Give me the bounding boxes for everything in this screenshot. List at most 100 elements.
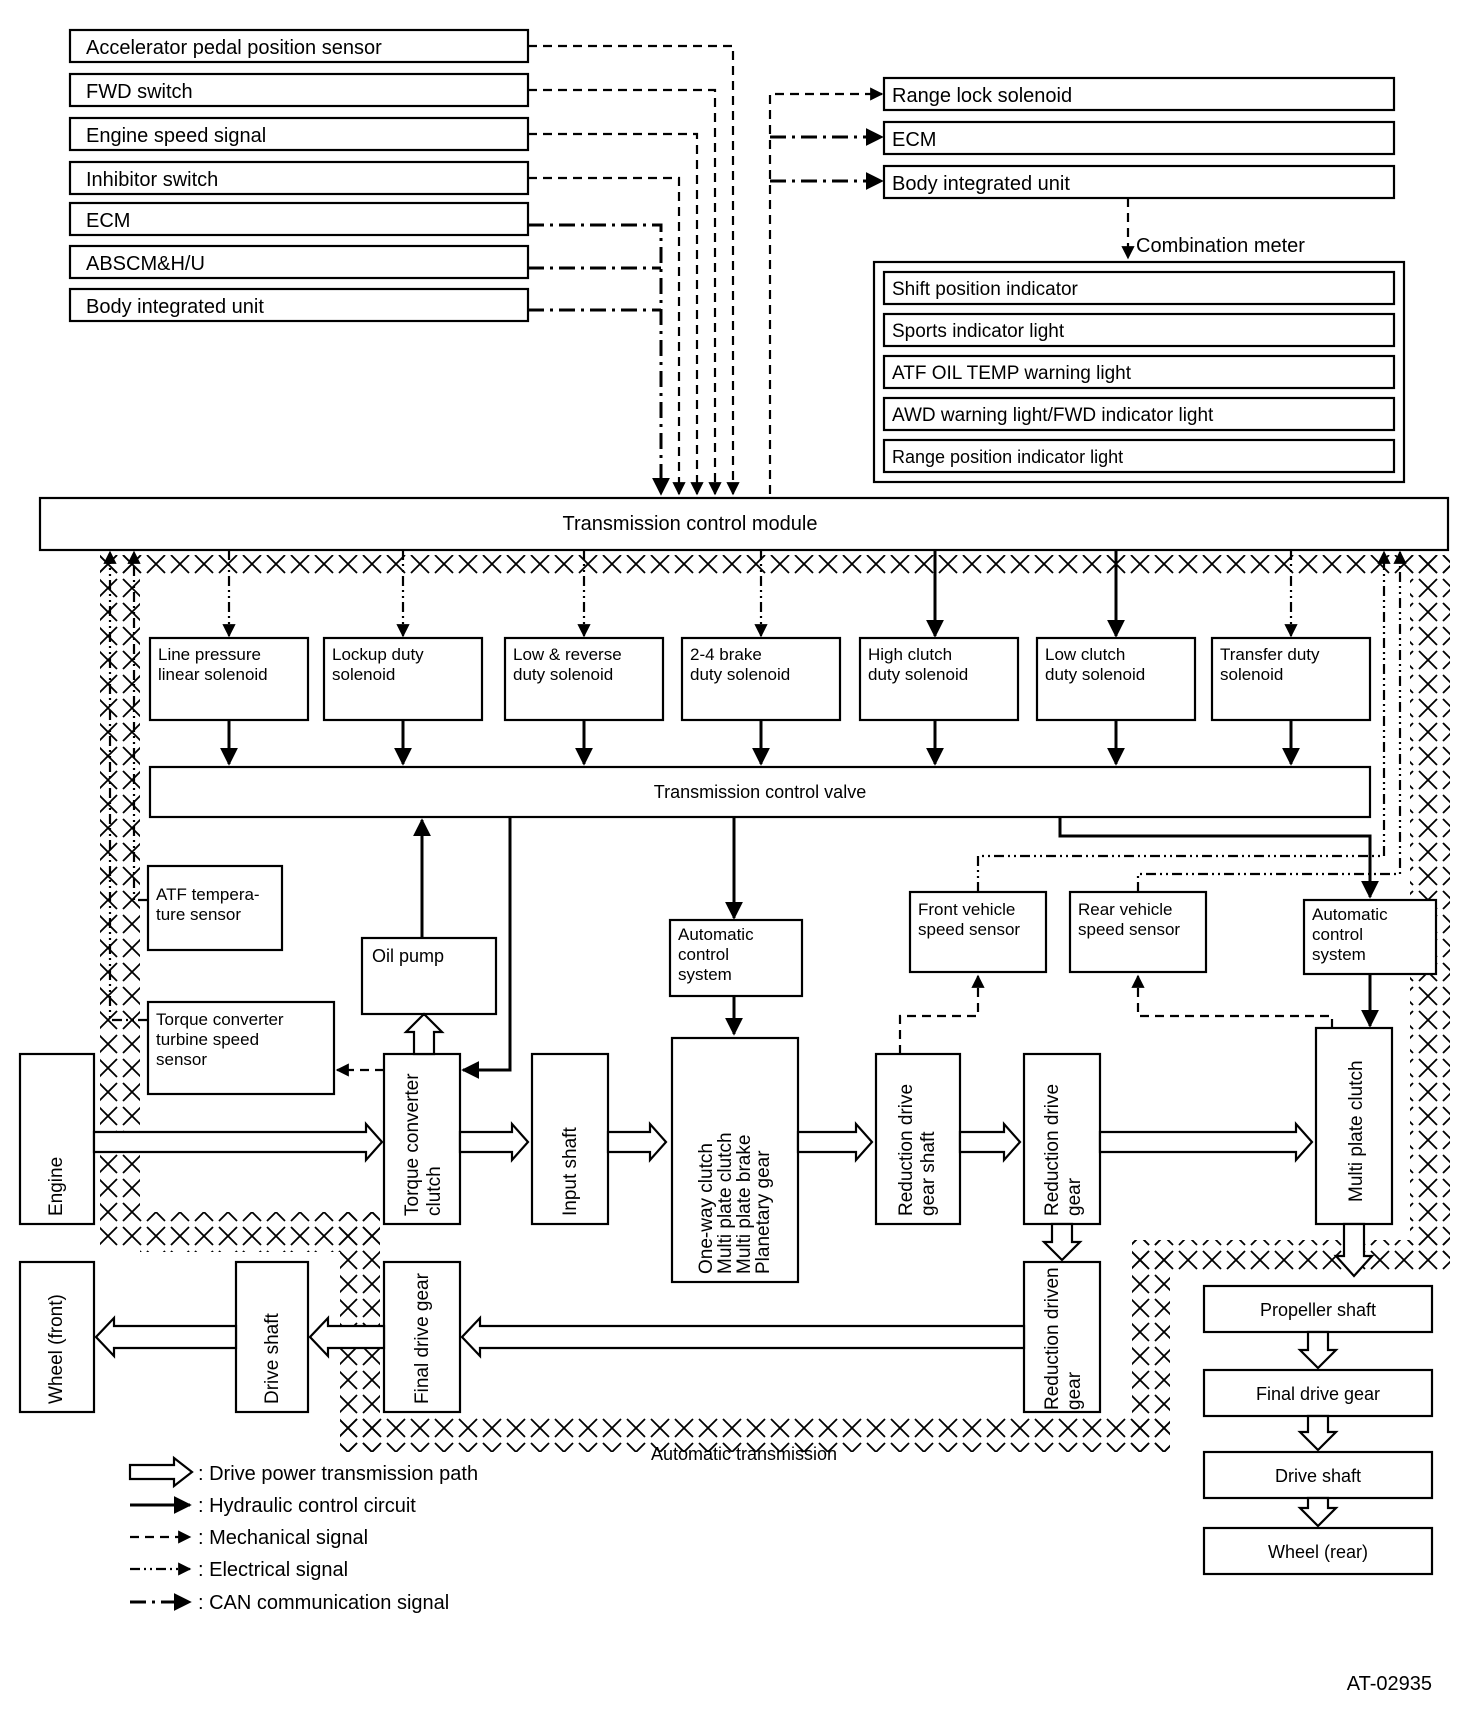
input-engine-speed-signal: Engine speed signal xyxy=(68,116,530,152)
reduction-drive-gear-label-2: gear xyxy=(1064,1177,1085,1216)
solenoid-low-clutch-label-1: Low clutch xyxy=(1045,645,1125,664)
wheel-front: Wheel (front) xyxy=(18,1260,96,1414)
input-body-integrated-unit: Body integrated unit xyxy=(68,287,530,323)
legend-can-label: : CAN communication signal xyxy=(198,1592,449,1614)
input-accelerator-pedal-sensor: Accelerator pedal position sensor xyxy=(68,28,530,64)
meter-shift-position-indicator: Shift position indicator xyxy=(882,270,1396,306)
automatic-control-system-center: Automatic control system xyxy=(668,918,804,998)
solenoid-lockup-duty-label-1: Lockup duty xyxy=(332,645,424,664)
drive-power-arrows-top xyxy=(92,1012,1375,1278)
reduction-driven-gear: Reduction driven gear xyxy=(1022,1260,1102,1414)
torque-converter-label-2: clutch xyxy=(424,1166,445,1216)
input-fwd-switch-label: FWD switch xyxy=(86,81,193,103)
automatic-control-system-right: Automatic control system xyxy=(1302,898,1438,976)
rear-speed-sensor-label-1: Rear vehicle xyxy=(1078,900,1173,919)
legend-hydraulic-label: : Hydraulic control circuit xyxy=(198,1495,416,1517)
solenoid-line-pressure-label-1: Line pressure xyxy=(158,645,261,664)
solenoid-2-4-brake: 2-4 brake duty solenoid xyxy=(680,636,842,722)
turbine-sensor-label-3: sensor xyxy=(156,1050,207,1069)
solenoid-line-pressure: Line pressure linear solenoid xyxy=(148,636,310,722)
drive-shaft-front-label: Drive shaft xyxy=(262,1312,283,1404)
input-abscm-label: ABSCM&H/U xyxy=(86,253,205,275)
rear-drive-chain: Propeller shaft Final drive gear Drive s… xyxy=(1202,1284,1434,1576)
legend-electrical: : Electrical signal xyxy=(130,1559,348,1581)
solenoid-low-reverse-label-2: duty solenoid xyxy=(513,665,613,684)
rear-vehicle-speed-sensor: Rear vehicle speed sensor xyxy=(1068,890,1208,974)
input-engine-speed-signal-label: Engine speed signal xyxy=(86,125,266,147)
reduction-drive-gear-label-1: Reduction drive xyxy=(1042,1084,1063,1216)
solenoid-high-clutch: High clutch duty solenoid xyxy=(858,636,1020,722)
output-ecm: ECM xyxy=(882,120,1396,156)
auto-control-center-label-2: control xyxy=(678,945,729,964)
torque-converter-clutch: Torque converter clutch xyxy=(382,1052,462,1226)
legend-mechanical-label: : Mechanical signal xyxy=(198,1527,368,1549)
input-body-integrated-unit-label: Body integrated unit xyxy=(86,296,264,318)
auto-control-right-label-2: control xyxy=(1312,925,1363,944)
auto-control-center-label-1: Automatic xyxy=(678,925,754,944)
solenoid-transfer-duty: Transfer duty solenoid xyxy=(1210,636,1372,722)
input-inhibitor-switch-label: Inhibitor switch xyxy=(86,169,218,191)
drive-power-arrows-bottom xyxy=(94,1315,1026,1359)
meter-awd-warning-light-label: AWD warning light/FWD indicator light xyxy=(892,405,1214,426)
reduction-drive-gear: Reduction drive gear xyxy=(1022,1052,1102,1226)
output-devices: Range lock solenoid ECM Body integrated … xyxy=(882,76,1396,200)
solenoid-to-valve-lines xyxy=(220,720,1300,766)
legend-electrical-label: : Electrical signal xyxy=(198,1559,348,1581)
front-speed-sensor-label-1: Front vehicle xyxy=(918,900,1015,919)
solenoid-2-4-brake-label-2: duty solenoid xyxy=(690,665,790,684)
propeller-shaft: Propeller shaft xyxy=(1202,1284,1434,1334)
engine-label: Engine xyxy=(46,1157,67,1216)
valve-label: Transmission control valve xyxy=(654,782,866,802)
final-drive-rear-label: Final drive gear xyxy=(1256,1384,1380,1404)
atf-sensor-signal-lines xyxy=(103,550,148,1022)
output-signal-lines xyxy=(768,87,1135,494)
input-shaft: Input shaft xyxy=(530,1052,610,1226)
reduction-drive-gear-shaft: Reduction drive gear shaft xyxy=(874,1052,962,1226)
torque-converter-label-1: Torque converter xyxy=(402,1073,423,1216)
legend-drive-power-label: : Drive power transmission path xyxy=(198,1463,478,1485)
legend-hydraulic: : Hydraulic control circuit xyxy=(130,1495,416,1517)
reduction-driven-gear-label-2: gear xyxy=(1064,1371,1085,1410)
legend-mechanical: : Mechanical signal xyxy=(130,1527,368,1549)
reduction-driven-gear-label-1: Reduction driven xyxy=(1042,1267,1063,1410)
atf-sensor-label-1: ATF tempera- xyxy=(156,885,260,904)
solenoid-high-clutch-label-1: High clutch xyxy=(868,645,952,664)
solenoid-low-reverse-label-1: Low & reverse xyxy=(513,645,622,664)
turbine-sensor-label-2: turbine speed xyxy=(156,1030,259,1049)
input-accelerator-pedal-sensor-label: Accelerator pedal position sensor xyxy=(86,37,382,59)
transmission-control-module: Transmission control module xyxy=(38,496,1450,552)
meter-range-position-indicator-label: Range position indicator light xyxy=(892,447,1123,467)
legend-can: : CAN communication signal xyxy=(130,1592,449,1614)
input-sensors: Accelerator pedal position sensor FWD sw… xyxy=(68,28,530,323)
drive-shaft-rear: Drive shaft xyxy=(1202,1450,1434,1500)
legend: : Drive power transmission path : Hydrau… xyxy=(128,1455,478,1614)
figure-code: AT-02935 xyxy=(1347,1673,1432,1695)
meter-shift-position-indicator-label: Shift position indicator xyxy=(892,279,1079,300)
front-speed-sensor-label-2: speed sensor xyxy=(918,920,1020,939)
clutch-gear-set: One-way clutch Multi plate clutch Multi … xyxy=(670,1036,800,1284)
solenoid-transfer-duty-label-2: solenoid xyxy=(1220,665,1283,684)
drive-shaft-rear-label: Drive shaft xyxy=(1275,1466,1361,1486)
meter-sports-indicator-light: Sports indicator light xyxy=(882,312,1396,348)
transmission-control-valve: Transmission control valve xyxy=(148,765,1372,819)
final-drive-front-label: Final drive gear xyxy=(412,1272,433,1404)
input-ecm-label: ECM xyxy=(86,210,130,232)
solenoid-low-reverse: Low & reverse duty solenoid xyxy=(503,636,665,722)
solenoid-lockup-duty-label-2: solenoid xyxy=(332,665,395,684)
solenoid-transfer-duty-label-1: Transfer duty xyxy=(1220,645,1320,664)
auto-control-center-label-3: system xyxy=(678,965,732,984)
clutch-set-label-2: Multi plate clutch xyxy=(715,1132,736,1274)
final-drive-gear-rear: Final drive gear xyxy=(1202,1368,1434,1418)
combination-meter: Combination meter Shift position indicat… xyxy=(872,235,1406,484)
turbine-speed-sensor: Torque converter turbine speed sensor xyxy=(146,1000,336,1096)
valve-to-torque-converter-line xyxy=(461,817,512,1079)
meter-sports-indicator-light-label: Sports indicator light xyxy=(892,321,1065,342)
clutch-set-label-1: One-way clutch xyxy=(696,1143,717,1274)
solenoid-2-4-brake-label-1: 2-4 brake xyxy=(690,645,762,664)
reduction-drive-shaft-label-2: gear shaft xyxy=(918,1131,939,1216)
drive-shaft-front: Drive shaft xyxy=(234,1260,310,1414)
multi-plate-clutch: Multi plate clutch xyxy=(1314,1026,1394,1226)
turbine-sensor-label-1: Torque converter xyxy=(156,1010,284,1029)
meter-awd-warning-light: AWD warning light/FWD indicator light xyxy=(882,396,1396,432)
